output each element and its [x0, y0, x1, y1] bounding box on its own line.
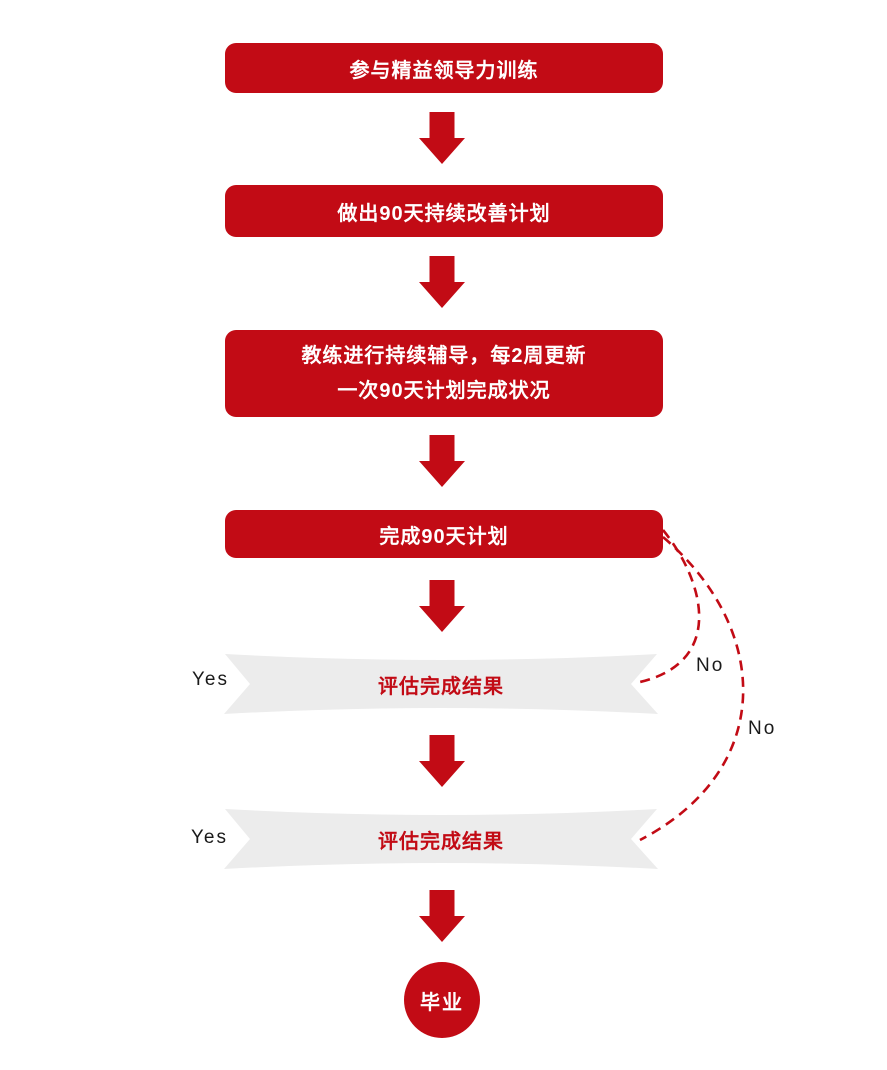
ribbon-banner-shape — [224, 654, 658, 714]
step-label: 完成90天计划 — [379, 525, 509, 548]
down-arrow-icon — [419, 890, 465, 942]
step-box-lean-leadership-training: 参与精益领导力训练 — [225, 43, 663, 93]
step-label: 做出90天持续改善计划 — [337, 202, 551, 225]
step-label-line1: 教练进行持续辅导，每2周更新 — [301, 345, 587, 367]
yes-branch-label-2: Yes — [191, 827, 228, 848]
down-arrow-icon — [419, 256, 465, 308]
down-arrow-icon — [419, 112, 465, 164]
decision-label: 评估完成结果 — [378, 830, 504, 853]
down-arrow-icon — [419, 735, 465, 787]
step-box-complete-90day-plan: 完成90天计划 — [225, 510, 663, 558]
step-box-continuous-coaching: 教练进行持续辅导，每2周更新 一次90天计划完成状况 — [225, 330, 663, 417]
yes-branch-label-1: Yes — [192, 669, 229, 690]
step-box-90day-plan: 做出90天持续改善计划 — [225, 185, 663, 237]
ribbon-banner-shape — [224, 809, 658, 869]
decision-label: 评估完成结果 — [378, 675, 504, 698]
no-branch-label-2: No — [748, 718, 777, 739]
terminal-circle-graduation: 毕业 — [404, 962, 480, 1038]
decision-ribbon-evaluate-result-2: 评估完成结果 — [222, 807, 660, 871]
no-branch-label-1: No — [696, 655, 725, 676]
decision-ribbon-evaluate-result-1: 评估完成结果 — [222, 652, 660, 716]
down-arrow-icon — [419, 435, 465, 487]
step-label: 参与精益领导力训练 — [349, 59, 539, 82]
down-arrow-icon — [419, 580, 465, 632]
terminal-label: 毕业 — [420, 991, 464, 1014]
step-label-line2: 一次90天计划完成状况 — [337, 380, 551, 402]
